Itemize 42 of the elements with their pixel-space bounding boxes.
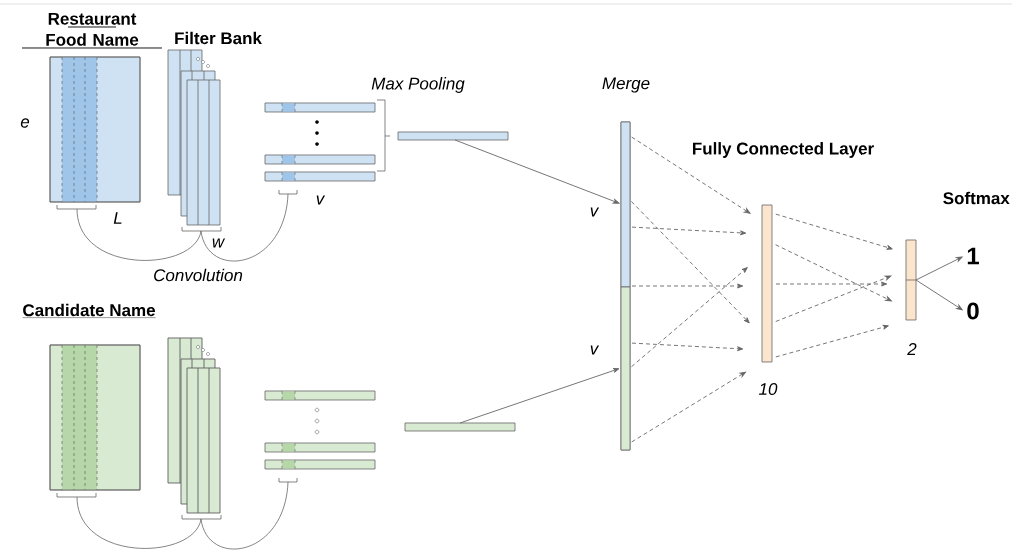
- arrow: [631, 136, 751, 214]
- curved-line: [200, 193, 289, 262]
- arrow: [775, 213, 893, 250]
- arrow: [775, 244, 892, 302]
- arrow: [454, 139, 620, 204]
- heading: Fully Connected Layer: [693, 142, 874, 158]
- arrow: [775, 324, 889, 358]
- heading: Filter Bank: [175, 31, 262, 45]
- arrow: [631, 342, 744, 352]
- curved-line: [76, 496, 202, 549]
- step-label: Max Pooling: [371, 77, 465, 93]
- dimension-label: v: [590, 207, 600, 217]
- heading: Softmax: [943, 191, 1010, 205]
- dimension-label: v: [590, 345, 600, 355]
- arrow: [631, 371, 747, 443]
- heading: Candidate Name: [22, 303, 156, 318]
- heading: Restaurant Food Name: [21, 12, 163, 49]
- dimension-label: 10: [759, 382, 778, 395]
- vector-bar: [404, 422, 516, 432]
- curved-line: [200, 481, 289, 550]
- curved-line: [76, 208, 202, 261]
- output-label: 1: [967, 247, 979, 265]
- dimension-label: e: [20, 118, 30, 128]
- arrow: [915, 256, 963, 281]
- arrow: [459, 368, 620, 424]
- step-label: Convolution: [154, 268, 243, 282]
- arrow: [775, 275, 892, 322]
- dimension-label: L: [113, 212, 122, 224]
- arrow: [630, 201, 750, 324]
- arrow: [775, 281, 888, 287]
- arrow: [631, 226, 747, 236]
- dimension-label: 2: [907, 343, 917, 355]
- filter-stack: [167, 337, 221, 514]
- arrow: [631, 283, 744, 289]
- heading: Merge: [602, 77, 650, 93]
- vector-bar: [397, 131, 509, 141]
- dimension-label: v: [316, 195, 326, 205]
- arrow: [631, 267, 748, 368]
- output-label: 0: [967, 302, 979, 320]
- feature-map-drawing: [264, 390, 376, 470]
- dimension-label: w: [212, 238, 226, 248]
- arrow: [915, 279, 963, 311]
